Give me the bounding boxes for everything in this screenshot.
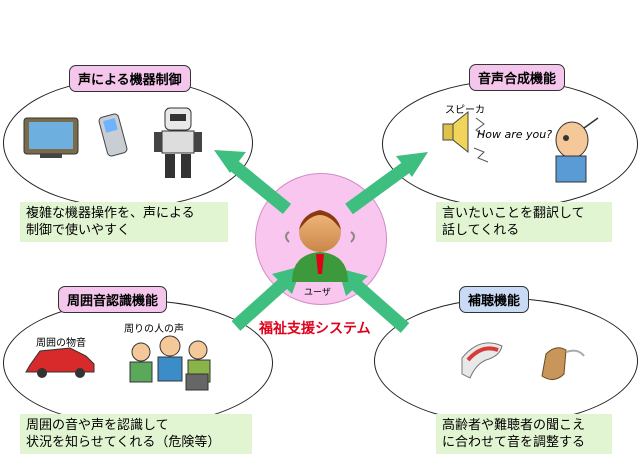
speaker-icon bbox=[442, 110, 489, 163]
ambient-recognition-note-line2: 状況を知らせてくれる（危険等） bbox=[26, 435, 221, 450]
hearing-aid-note-line1: 高齢者や難聴者の聞こえ bbox=[442, 418, 586, 433]
user-icon bbox=[285, 210, 355, 282]
hearing-aid-title: 補聴機能 bbox=[459, 286, 530, 313]
surrounding-sound-label: 周囲の物音 bbox=[36, 338, 86, 349]
hearing-aid-device-2-icon bbox=[541, 347, 585, 380]
speech-synthesis-note-line1: 言いたいことを翻訳して bbox=[442, 206, 585, 221]
ambient-recognition-note: 周囲の音や声を認識して 状況を知らせてくれる（危険等） bbox=[20, 414, 252, 454]
system-label: 福祉支援システム bbox=[259, 321, 371, 337]
arrow-to-speech-synthesis bbox=[345, 152, 428, 215]
ambient-recognition-note-line1: 周囲の音や声を認識して bbox=[26, 418, 169, 433]
speaker-label: スピーカ bbox=[445, 105, 485, 116]
hearing-aid-note-line2: に合わせて音を調整する bbox=[442, 435, 586, 450]
arrow-to-voice-control bbox=[214, 150, 292, 215]
speech-synthesis-title: 音声合成機能 bbox=[469, 64, 566, 91]
speech-bubble-text: How are you? bbox=[477, 128, 553, 141]
mobile-phone-icon bbox=[98, 113, 128, 157]
voice-control-note-line1: 複雑な機器操作を、声による bbox=[26, 206, 195, 221]
user-label: ユーザ bbox=[304, 288, 331, 298]
robot-icon bbox=[154, 107, 202, 178]
car-icon bbox=[25, 347, 95, 378]
tv-icon bbox=[23, 117, 79, 158]
old-man-icon bbox=[555, 117, 599, 183]
hearing-aid-ellipse bbox=[374, 298, 638, 424]
family-icon bbox=[129, 335, 211, 391]
voice-control-note: 複雑な機器操作を、声による 制御で使いやすく bbox=[20, 202, 228, 242]
hearing-aid-note: 高齢者や難聴者の聞こえ に合わせて音を調整する bbox=[436, 414, 612, 454]
speech-synthesis-ellipse bbox=[382, 80, 638, 208]
ambient-recognition-title: 周囲音認識機能 bbox=[58, 286, 168, 313]
people-voice-label: 周りの人の声 bbox=[124, 324, 184, 335]
hearing-aid-device-1-icon bbox=[461, 342, 503, 379]
arrow-from-ambient bbox=[231, 266, 302, 331]
voice-control-note-line2: 制御で使いやすく bbox=[26, 223, 131, 238]
speech-synthesis-note: 言いたいことを翻訳して 話してくれる bbox=[436, 202, 612, 242]
speech-synthesis-note-line2: 話してくれる bbox=[442, 223, 520, 238]
voice-control-title: 声による機器制御 bbox=[69, 65, 191, 92]
